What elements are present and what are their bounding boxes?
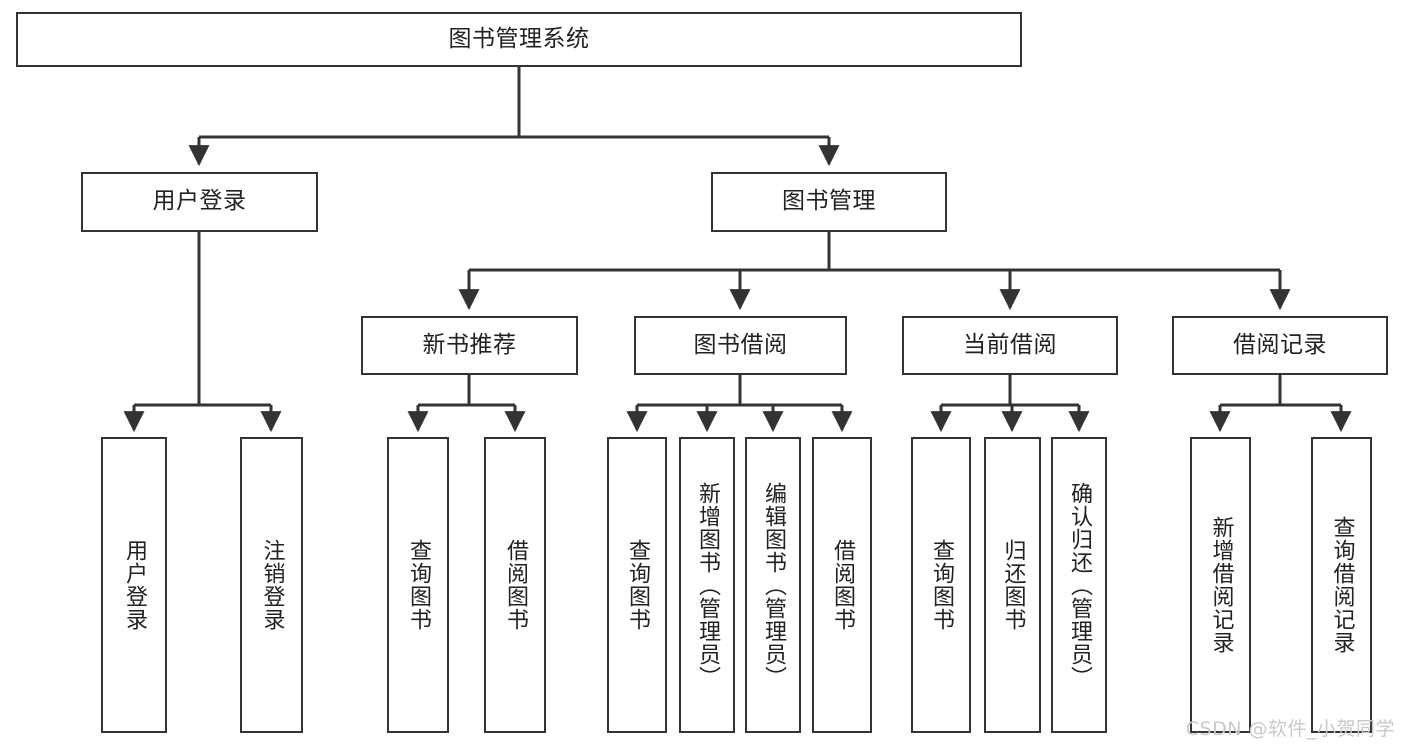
node-leaf-user-login-label: 用户登录 (121, 539, 147, 631)
node-current-borrow[interactable]: 当前借阅 (902, 316, 1118, 375)
node-leaf-return-book-label: 归还图书 (1000, 539, 1026, 631)
node-leaf-query-book-cur-label: 查询图书 (928, 539, 954, 631)
node-leaf-query-record[interactable]: 查询借阅记录 (1311, 437, 1372, 733)
node-borrow-record[interactable]: 借阅记录 (1172, 316, 1388, 375)
node-leaf-query-book-rec-label: 查询图书 (405, 539, 431, 631)
node-leaf-logout[interactable]: 注销登录 (240, 437, 303, 733)
node-user-login[interactable]: 用户登录 (81, 172, 318, 232)
node-leaf-borrow-book-rec-label: 借阅图书 (502, 539, 528, 631)
node-new-book-rec[interactable]: 新书推荐 (361, 316, 578, 375)
node-leaf-user-login[interactable]: 用户登录 (101, 437, 167, 733)
node-book-borrow-label: 图书借阅 (693, 331, 788, 358)
node-leaf-query-book-rec[interactable]: 查询图书 (387, 437, 449, 733)
node-root[interactable]: 图书管理系统 (16, 12, 1022, 67)
node-root-label: 图书管理系统 (448, 25, 590, 52)
node-leaf-borrow-book-bor[interactable]: 借阅图书 (812, 437, 872, 733)
node-leaf-add-book[interactable]: 新增图书（管理员） (679, 437, 735, 733)
node-leaf-query-book-bor[interactable]: 查询图书 (607, 437, 667, 733)
node-book-manage-label: 图书管理 (782, 188, 876, 215)
node-leaf-edit-book[interactable]: 编辑图书（管理员） (745, 437, 801, 733)
node-leaf-borrow-book-rec[interactable]: 借阅图书 (484, 437, 546, 733)
node-leaf-query-book-cur[interactable]: 查询图书 (911, 437, 971, 733)
node-leaf-add-record-label: 新增借阅记录 (1208, 516, 1234, 654)
node-leaf-confirm-return-label: 确认归还（管理员） (1066, 481, 1092, 689)
node-book-borrow[interactable]: 图书借阅 (634, 316, 847, 375)
node-leaf-logout-label: 注销登录 (259, 539, 285, 631)
node-leaf-borrow-book-bor-label: 借阅图书 (829, 539, 855, 631)
node-leaf-confirm-return[interactable]: 确认归还（管理员） (1051, 437, 1107, 733)
node-user-login-label: 用户登录 (152, 188, 247, 215)
node-leaf-query-record-label: 查询借阅记录 (1329, 516, 1355, 654)
node-current-borrow-label: 当前借阅 (963, 331, 1057, 358)
node-leaf-edit-book-label: 编辑图书（管理员） (760, 481, 786, 689)
node-leaf-query-book-bor-label: 查询图书 (624, 539, 650, 631)
node-leaf-add-record[interactable]: 新增借阅记录 (1190, 437, 1251, 733)
node-leaf-return-book[interactable]: 归还图书 (984, 437, 1041, 733)
node-leaf-add-book-label: 新增图书（管理员） (694, 481, 720, 689)
node-new-book-rec-label: 新书推荐 (422, 331, 517, 358)
watermark-text: CSDN @软件_小贺同学 (1185, 718, 1395, 740)
node-borrow-record-label: 借阅记录 (1233, 331, 1327, 358)
node-book-manage[interactable]: 图书管理 (711, 172, 947, 232)
